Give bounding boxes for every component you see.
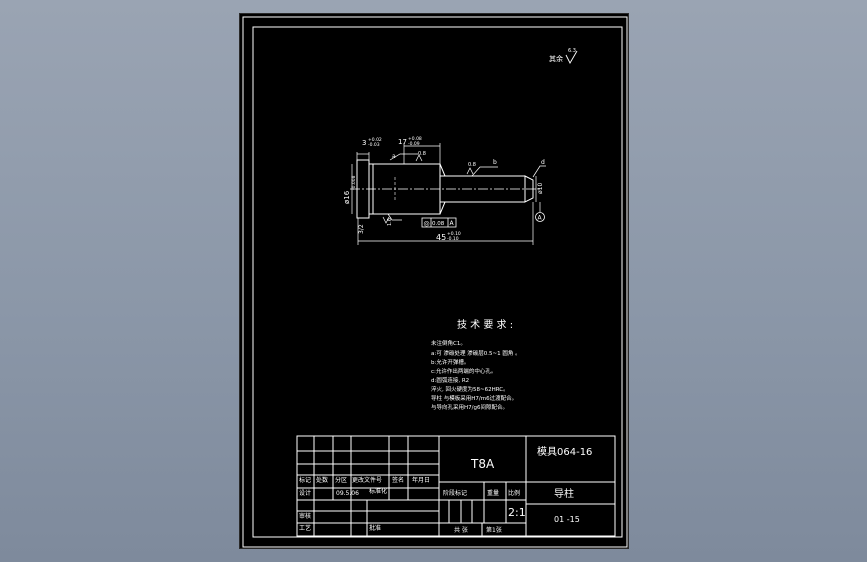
drawing-sheet: 其余 6.3 <box>239 13 629 549</box>
tech-req-list: 未注倒角C1。 a:可 渗碳处理 渗碳层0.5~1 圆角 。 b:允许开弹槽。 … <box>431 339 521 411</box>
dim-total-tol-upper: +0.10 <box>447 231 461 237</box>
leader-d-label: d <box>541 159 545 166</box>
tb-approve-label: 批准 <box>369 524 381 532</box>
tb-signature-label: 签名 <box>392 476 404 484</box>
dim-total-len: 45 <box>436 233 446 242</box>
tech-req-line: 未注倒角C1。 <box>431 339 466 347</box>
leader-b-label: b <box>493 159 497 166</box>
tolerance-symbol: ◎ <box>424 220 430 228</box>
tb-date-label: 年月日 <box>412 476 430 484</box>
dim-body-tol-lower: -0.09 <box>408 141 420 147</box>
roughness-mark-icon <box>382 216 390 224</box>
tb-standardize-label: 标准化 <box>369 487 387 495</box>
tolerance-frame: ◎ 0.08 A <box>421 217 457 228</box>
outer-frame <box>242 16 628 548</box>
tolerance-datum: A <box>450 220 455 227</box>
roughness-a-value: 0.8 <box>418 151 426 157</box>
tb-process-label: 工艺 <box>299 524 311 532</box>
tech-req-line: 与导向孔采用H7/g6间隙配合。 <box>431 403 508 411</box>
cad-drawing: 其余 6.3 <box>242 16 628 548</box>
roughness-mark-icon <box>466 167 474 175</box>
title-block: 标记 处数 分区 更改文件号 签名 年月日 设计 09.5.06 标准化 审核 … <box>296 435 616 537</box>
dim-body-tol-upper: +0.08 <box>408 136 422 142</box>
tolerance-value: 0.08 <box>432 221 445 227</box>
leader-a-label: a <box>392 153 396 160</box>
tb-part-name: 导柱 <box>554 487 574 500</box>
tb-stage-mark-label: 阶段标记 <box>443 489 467 497</box>
tech-req-line: 淬火, 回火硬度为58~62HRC。 <box>431 385 509 393</box>
datum-label: A <box>538 215 543 222</box>
dim-shoulder-tol-lower: -0.03 <box>368 142 380 148</box>
tb-drawing-code: 模具064-16 <box>537 446 592 458</box>
surface-finish-note: 其余 <box>549 54 563 63</box>
tb-zone-label: 分区 <box>335 476 347 484</box>
roughness-b-value: 0.8 <box>468 162 476 168</box>
tech-req-title: 技 术 要 求 : <box>457 318 513 331</box>
tb-change-doc-label: 更改文件号 <box>352 476 382 484</box>
tb-count-label: 处数 <box>316 476 328 484</box>
inner-frame <box>252 26 623 538</box>
dim-diameter: ø16 <box>343 190 351 204</box>
tb-total-label: 共 张 <box>454 526 468 534</box>
dim-shoulder-len: 3 <box>362 139 366 147</box>
surface-finish-value: 6.3 <box>568 48 576 54</box>
tb-part-number: 01 -15 <box>554 515 580 524</box>
tb-material: T8A <box>470 457 495 471</box>
tech-req-line: b:允许开弹槽。 <box>431 358 469 366</box>
tb-sheet-label: 第1张 <box>486 526 502 534</box>
tb-scale-label: 比例 <box>508 489 520 497</box>
tb-weight-label: 重量 <box>487 489 499 497</box>
tech-req-line: 导柱 与模板采用H7/m6过渡配合。 <box>431 394 517 402</box>
tb-signer-code: 09.5.06 <box>336 490 359 497</box>
tech-req-line: c:允许作出两端的中心孔。 <box>431 367 496 375</box>
dim-body-len: 17 <box>398 138 407 146</box>
part-view <box>350 159 540 219</box>
tb-mark-label: 标记 <box>299 476 311 484</box>
dim-total-tol-lower: -0.10 <box>447 236 459 242</box>
datum-circle <box>535 212 545 222</box>
roughness-mark-icon <box>415 154 423 162</box>
tb-scale-value: 2:1 <box>508 506 526 519</box>
tech-req-line: d:圆弧连接, R2 <box>431 376 469 384</box>
tb-review-label: 审核 <box>299 512 311 520</box>
dim-end-diameter: ø10 <box>537 183 544 194</box>
roughness-c-value: 1.6 <box>387 218 393 226</box>
dim-chamfer-left: 3/2 <box>358 224 365 234</box>
dimension-lines <box>351 143 546 245</box>
tech-req-line: a:可 渗碳处理 渗碳层0.5~1 圆角 。 <box>431 349 521 357</box>
dim-shoulder-tol-upper: +0.02 <box>368 137 382 143</box>
tb-designer-label: 设计 <box>299 489 311 497</box>
dim-diameter-tol: -0.008 <box>351 175 357 190</box>
roughness-symbol-icon <box>565 50 578 64</box>
